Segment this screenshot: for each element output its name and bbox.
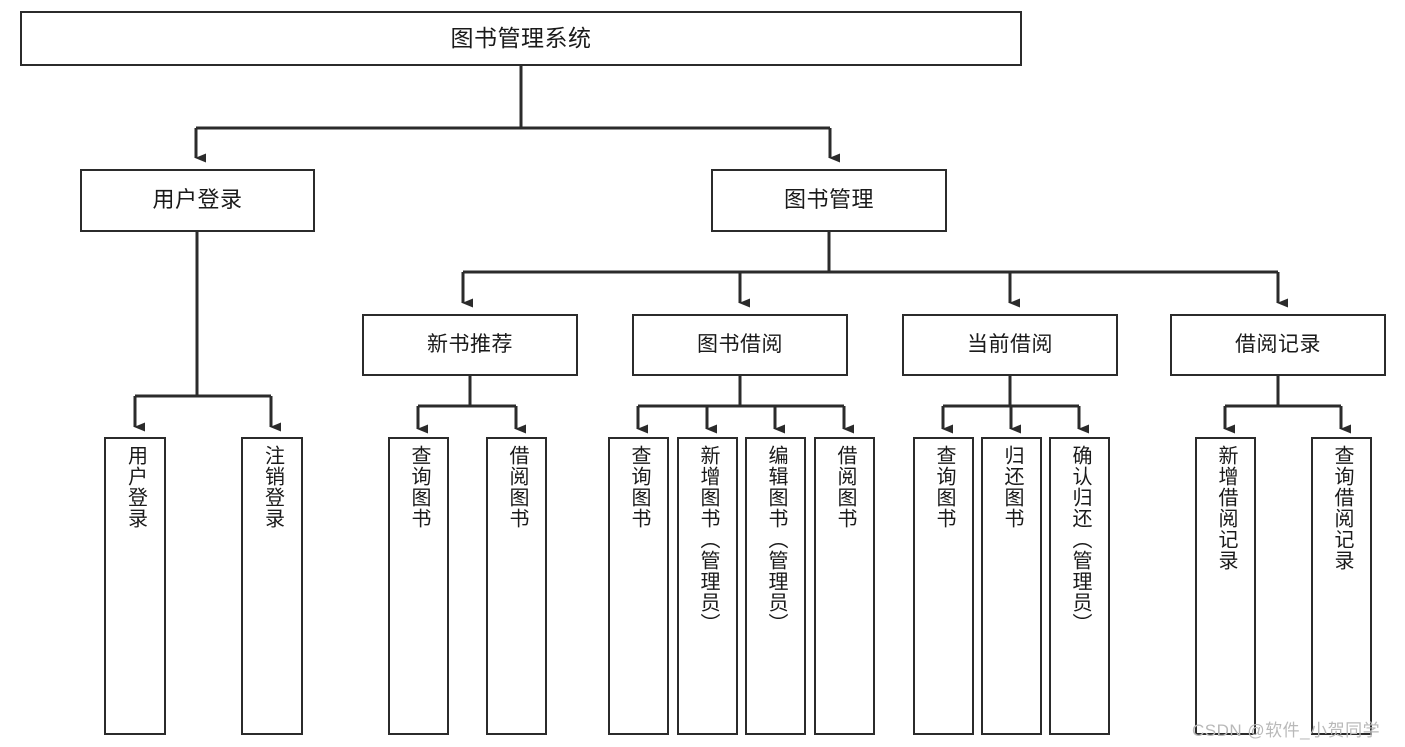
leaf-query-borrow-record-label: 查询借阅记录 xyxy=(1331,445,1353,571)
leaf-user-login[interactable]: 用户登录 xyxy=(104,437,166,735)
leaf-return-book[interactable]: 归还图书 xyxy=(981,437,1042,735)
leaf-return-book-label: 归还图书 xyxy=(1001,445,1023,529)
node-new-book-recommend-label: 新书推荐 xyxy=(427,333,513,357)
leaf-borrow-book-newbook-label: 借阅图书 xyxy=(506,445,528,529)
leaf-edit-book-admin-label: 编辑图书（管理员） xyxy=(765,445,787,634)
leaf-add-book-admin-label: 新增图书（管理员） xyxy=(697,445,719,634)
leaf-query-book-borrow-label: 查询图书 xyxy=(628,445,650,529)
node-root-book-management-system[interactable]: 图书管理系统 xyxy=(20,11,1022,66)
node-book-management[interactable]: 图书管理 xyxy=(711,169,947,232)
leaf-confirm-return-admin[interactable]: 确认归还（管理员） xyxy=(1049,437,1110,735)
node-current-borrow[interactable]: 当前借阅 xyxy=(902,314,1118,376)
leaf-edit-book-admin[interactable]: 编辑图书（管理员） xyxy=(745,437,806,735)
leaf-query-book-newbook-label: 查询图书 xyxy=(408,445,430,529)
leaf-query-book-borrow[interactable]: 查询图书 xyxy=(608,437,669,735)
node-book-management-label: 图书管理 xyxy=(783,187,874,213)
node-new-book-recommend[interactable]: 新书推荐 xyxy=(362,314,578,376)
leaf-query-book-newbook[interactable]: 查询图书 xyxy=(388,437,449,735)
node-current-borrow-label: 当前借阅 xyxy=(967,333,1053,357)
leaf-query-book-current[interactable]: 查询图书 xyxy=(913,437,974,735)
node-borrow-record-label: 借阅记录 xyxy=(1235,333,1321,357)
node-root-label: 图书管理系统 xyxy=(450,24,592,51)
node-borrow-record[interactable]: 借阅记录 xyxy=(1170,314,1386,376)
leaf-logout[interactable]: 注销登录 xyxy=(241,437,303,735)
leaf-add-borrow-record-label: 新增借阅记录 xyxy=(1215,445,1237,571)
node-user-login-label: 用户登录 xyxy=(152,187,243,213)
leaf-lend-book-label: 借阅图书 xyxy=(834,445,856,529)
leaf-user-login-label: 用户登录 xyxy=(124,445,147,529)
node-book-borrow-label: 图书借阅 xyxy=(697,333,783,357)
leaf-confirm-return-admin-label: 确认归还（管理员） xyxy=(1069,445,1091,634)
leaf-lend-book[interactable]: 借阅图书 xyxy=(814,437,875,735)
leaf-borrow-book-newbook[interactable]: 借阅图书 xyxy=(486,437,547,735)
leaf-logout-label: 注销登录 xyxy=(261,445,284,529)
leaf-add-borrow-record[interactable]: 新增借阅记录 xyxy=(1195,437,1256,735)
leaf-query-borrow-record[interactable]: 查询借阅记录 xyxy=(1311,437,1372,735)
leaf-add-book-admin[interactable]: 新增图书（管理员） xyxy=(677,437,738,735)
node-user-login[interactable]: 用户登录 xyxy=(80,169,315,232)
leaf-query-book-current-label: 查询图书 xyxy=(933,445,955,529)
node-book-borrow[interactable]: 图书借阅 xyxy=(632,314,848,376)
